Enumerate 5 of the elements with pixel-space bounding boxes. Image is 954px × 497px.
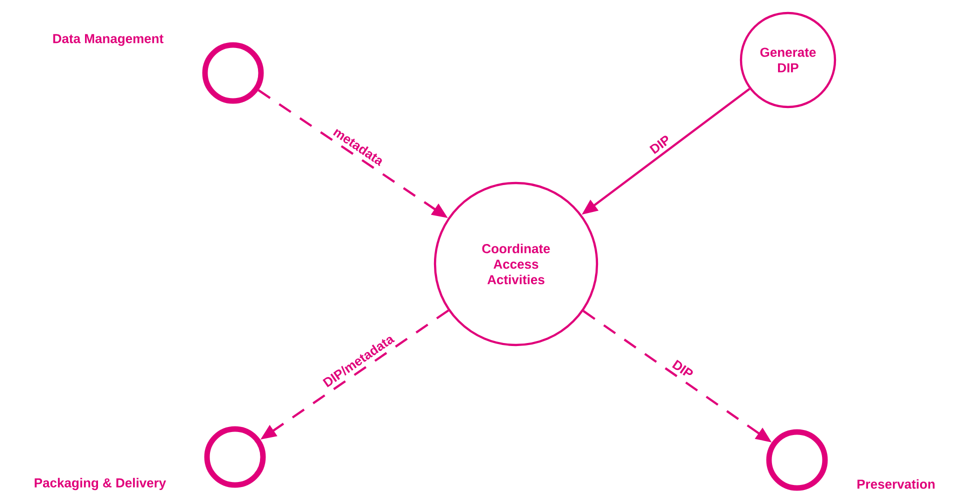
node-heading: Data Management (53, 34, 164, 46)
node-heading: Packaging & Delivery (34, 478, 166, 490)
node-heading: Preservation (857, 479, 935, 489)
edge-label: DIP (646, 132, 674, 157)
edge-label: DIP (669, 357, 696, 382)
